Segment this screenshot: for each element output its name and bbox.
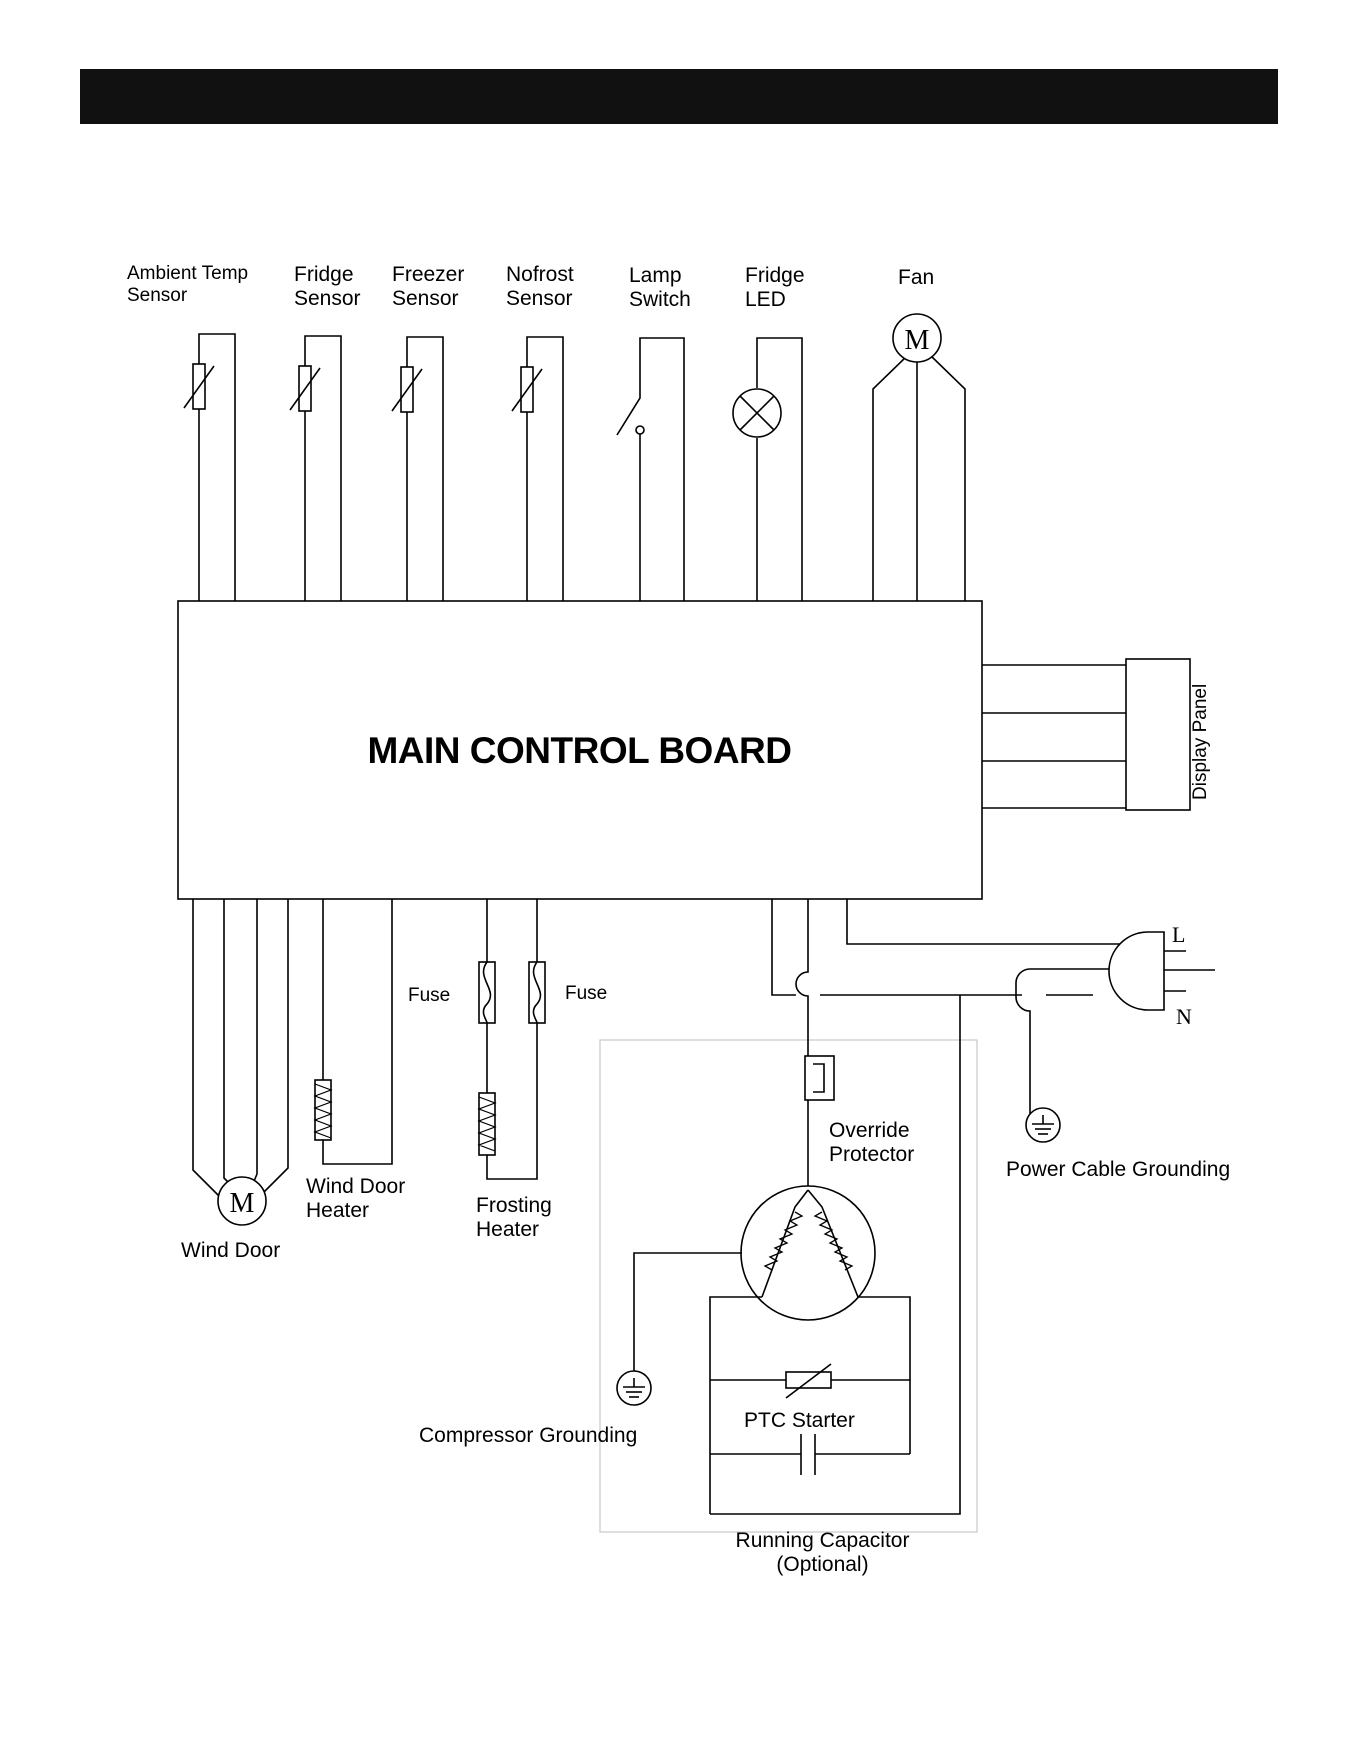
wind-door-heater-label: Wind Door Heater [306,1175,405,1223]
svg-text:M: M [230,1188,255,1219]
thermistor-icon [392,367,422,412]
line-l-label: L [1172,922,1185,947]
line-n-label: N [1176,1004,1192,1029]
ambient-sensor-label: Ambient Temp Sensor [127,263,248,307]
lamp-switch-label: Lamp Switch [629,264,691,312]
motor-icon: M [218,1177,266,1225]
wind-door-wires [193,899,288,1199]
capacitor-icon [801,1434,815,1475]
plug-icon: L N [1109,922,1215,1029]
motor-icon: M [893,314,941,362]
heater-icon [479,1093,495,1155]
compressor-ground-wire [634,1253,742,1371]
wind-door-heater-loop [323,899,392,1164]
display-panel-box [1126,659,1190,810]
ptc-starter-icon [786,1364,831,1398]
starter-network [710,1297,910,1514]
thermistor-icon [290,366,320,411]
heater-icon [315,1080,331,1140]
thermistor-icon [184,364,214,409]
main-board-title: MAIN CONTROL BOARD [178,730,981,772]
fridge-sensor-label: Fridge Sensor [294,263,361,311]
fuse-icon [529,962,545,1023]
fuse-left-label: Fuse [408,985,450,1007]
fuse-right-label: Fuse [565,983,607,1005]
fuse-icon [479,962,495,1023]
ground-icon [1026,1108,1060,1142]
display-panel-label: Display Panel [1190,610,1216,800]
fan-label: Fan [898,266,934,290]
protector-icon [805,1056,834,1100]
fridge-led-label: Fridge LED [745,264,805,312]
ground-icon [617,1371,651,1405]
ptc-starter-label: PTC Starter [744,1409,855,1433]
fan-wires [873,355,965,601]
nofrost-sensor-label: Nofrost Sensor [506,263,574,311]
svg-text:M: M [905,325,930,356]
display-panel-wires [982,665,1126,808]
running-capacitor-label: Running Capacitor (Optional) [700,1529,945,1577]
freezer-sensor-label: Freezer Sensor [392,263,464,311]
lamp-icon [733,389,781,437]
fridge-led-loop [757,338,802,601]
wind-door-label: Wind Door [181,1239,280,1263]
compressor-grounding-label: Compressor Grounding [419,1424,637,1448]
compressor-icon [741,1186,875,1320]
frosting-heater-label: Frosting Heater [476,1194,552,1242]
power-cable-grounding-label: Power Cable Grounding [1006,1158,1230,1182]
override-protector-label: Override Protector [829,1119,914,1167]
switch-icon [617,338,684,601]
thermistor-icon [512,367,542,412]
